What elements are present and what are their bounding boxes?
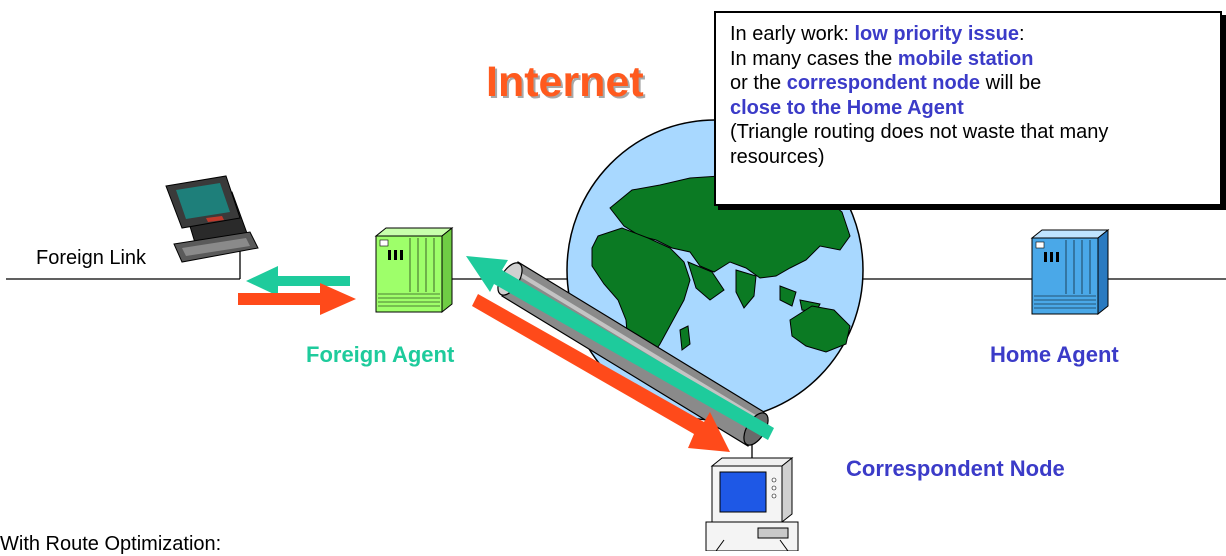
note-line-5: (Triangle routing does not waste that ma… [730, 120, 1212, 145]
correspondent-computer-icon [705, 456, 799, 551]
note-text: : [1018, 23, 1025, 45]
note-text: will be [980, 72, 1042, 94]
foreign-link-label: Foreign Link [36, 247, 147, 269]
note-line-4: close to the Home Agent [730, 96, 1212, 121]
note-line-1: In early work: low priority issue: [730, 22, 1212, 47]
note-box: In early work: low priority issue: In ma… [714, 11, 1222, 206]
internet-title: Internet [486, 58, 644, 106]
note-line-6: resources) [730, 145, 1212, 170]
note-text: (Triangle routing does not waste that ma… [730, 121, 1109, 143]
laptop-icon [165, 175, 259, 263]
home-agent-label: Home Agent [990, 342, 1119, 367]
note-text: or the [730, 72, 787, 94]
arrow-mobile-to-fa [238, 283, 356, 315]
arrow-fa-to-cn [472, 294, 730, 452]
note-text: resources) [730, 145, 825, 168]
foreign-agent-label: Foreign Agent [306, 342, 455, 367]
note-text: In many cases the [730, 47, 898, 70]
route-optimization-label: With Route Optimization: [0, 533, 222, 555]
note-line-3: or the correspondent node will be [730, 71, 1212, 96]
arrow-fa-to-mobile [246, 266, 350, 296]
note-highlight: low priority issue [854, 23, 1019, 45]
note-highlight: close to the Home Agent [730, 96, 964, 119]
note-highlight: mobile station [897, 47, 1034, 70]
home-agent-router-icon [1030, 228, 1110, 316]
note-line-2: In many cases the mobile station [730, 47, 1212, 72]
foreign-agent-router-icon [374, 226, 454, 314]
arrow-cn-to-fa [466, 256, 774, 440]
note-highlight: correspondent node [786, 72, 981, 94]
correspondent-node-label: Correspondent Node [846, 456, 1065, 481]
note-text: In early work: [730, 23, 855, 45]
